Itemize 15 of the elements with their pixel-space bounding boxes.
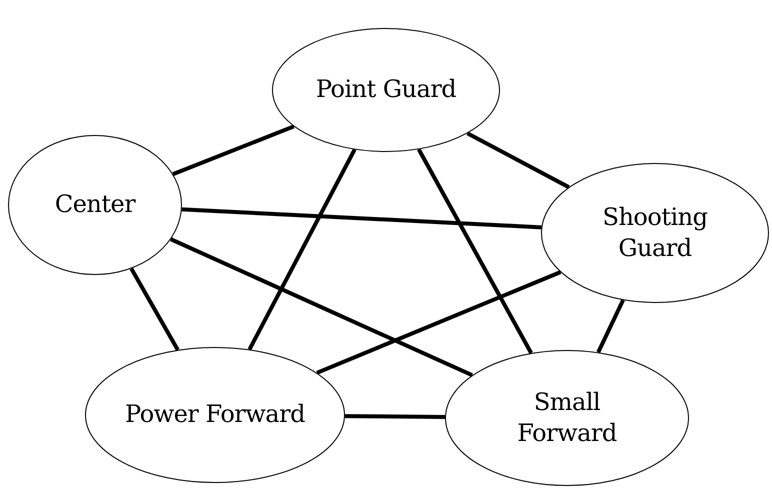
connector-line (417, 148, 533, 354)
connector-line (170, 237, 473, 378)
connector-line (316, 270, 562, 375)
position-label: Shooting Guard (602, 202, 708, 264)
connector-line (182, 207, 542, 230)
position-label: Small Forward (516, 386, 618, 449)
connector-line (344, 414, 446, 419)
connector-line (596, 299, 625, 354)
position-label: Point Guard (316, 74, 456, 106)
connector-line (248, 148, 356, 350)
connector-line (466, 132, 570, 189)
position-label: Center (54, 189, 136, 220)
position-label: Power Forward (125, 399, 305, 430)
connector-line (172, 124, 295, 176)
connector-line (130, 268, 180, 351)
